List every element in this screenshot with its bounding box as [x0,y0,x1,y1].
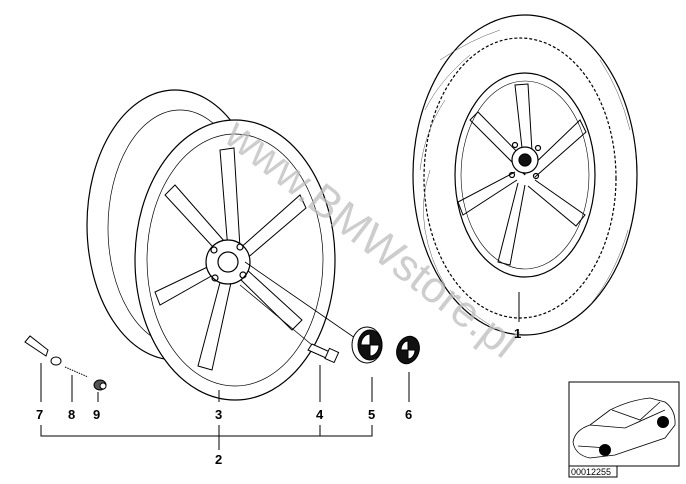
part-label-4[interactable]: 4 [316,407,324,422]
part-label-7[interactable]: 7 [36,407,43,422]
inset-car-thumbnail: 00012255 [568,381,680,478]
wheel-bolt[interactable] [239,284,340,364]
part-label-3[interactable]: 3 [215,407,222,422]
valve[interactable] [24,335,62,366]
emblem[interactable] [393,333,423,367]
part-label-9[interactable]: 9 [93,407,100,422]
valve-cap[interactable] [93,379,107,391]
part-label-2[interactable]: 2 [215,452,222,467]
inset-code: 00012255 [571,467,611,477]
part-label-8[interactable]: 8 [68,407,75,422]
part-label-5[interactable]: 5 [368,407,375,422]
part-label-1[interactable]: 1 [514,326,521,341]
part-label-6[interactable]: 6 [405,407,412,422]
hub-cap[interactable] [244,261,383,364]
leader-lines [40,292,520,450]
complete-wheel-tire[interactable] [412,14,638,336]
light-alloy-rim[interactable] [86,89,336,401]
valve-insert[interactable] [64,366,89,378]
